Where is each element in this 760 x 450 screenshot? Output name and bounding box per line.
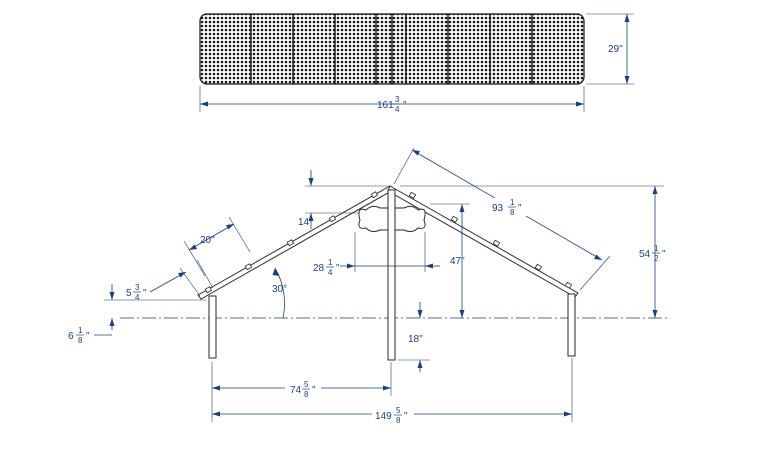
post-drop-label: 18"	[408, 334, 423, 345]
eave-offset-whole: 5	[126, 288, 132, 299]
rafter-spacing-label: 20"	[200, 235, 215, 246]
peak-height-num: 1	[654, 244, 659, 253]
half-span-num: 5	[304, 380, 309, 389]
length-dimension: 161 3 4 "	[199, 86, 585, 114]
bone-offset-label: 14"	[298, 217, 313, 228]
panel-ribs	[250, 14, 533, 84]
bone-offset-dimension: 14"	[298, 170, 388, 229]
rafter-length-num: 1	[510, 198, 515, 207]
full-span-den: 8	[396, 416, 401, 425]
rafter-spacing-dimension: 20"	[183, 216, 251, 277]
half-span-whole: 74	[290, 385, 302, 396]
post-drop-dimension: 18"	[398, 302, 430, 372]
peak-height-dimension: 54 1 2 "	[400, 185, 666, 318]
leg-offset-whole: 6	[68, 331, 74, 342]
length-den: 4	[395, 105, 400, 114]
rafter-length-whole: 93	[492, 203, 504, 214]
bone-width-den: 4	[328, 268, 333, 277]
rafter-length-dimension: 93 1 8 "	[393, 147, 611, 291]
roof-angle-label: 30°	[272, 284, 287, 295]
half-span-dimension: 74 5 8 "	[211, 362, 392, 422]
center-post	[387, 189, 396, 361]
svg-text:": "	[403, 100, 407, 111]
bone-width-dimension: 28 1 4 "	[313, 232, 440, 277]
full-span-dimension: 149 5 8 "	[212, 358, 573, 425]
width-dimension: 29"	[586, 13, 634, 85]
right-leg	[567, 293, 576, 357]
full-span-whole: 149	[375, 411, 392, 422]
leg-offset-num: 1	[78, 326, 83, 335]
eave-offset-dimension: 5 3 4 "	[126, 259, 214, 302]
half-span-den: 8	[304, 390, 309, 399]
right-rafter	[387, 185, 579, 298]
left-rafter	[197, 185, 394, 300]
bone-width-num: 1	[328, 258, 333, 267]
left-leg	[208, 295, 217, 359]
svg-text:": "	[336, 263, 340, 274]
leg-offset-dimension: 6 1 8 "	[68, 284, 206, 345]
svg-text:": "	[86, 331, 90, 342]
inner-height-label: 47"	[450, 256, 465, 267]
front-view: 93 1 8 " 54 1 2 " 47"	[68, 147, 670, 425]
leg-offset-den: 8	[78, 336, 83, 345]
svg-text:": "	[143, 288, 147, 299]
svg-text:": "	[662, 249, 666, 260]
eave-offset-num: 3	[135, 283, 140, 292]
svg-text:": "	[404, 411, 408, 422]
length-whole: 161	[377, 100, 394, 111]
rafter-length-den: 8	[510, 208, 515, 217]
roof-rafters	[197, 185, 579, 300]
bone-width-whole: 28	[313, 263, 325, 274]
legs	[208, 189, 576, 361]
length-num: 3	[395, 95, 400, 104]
peak-height-whole: 54	[639, 249, 651, 260]
full-span-num: 5	[396, 406, 401, 415]
roof-angle-dimension: 30°	[272, 267, 287, 319]
svg-text:": "	[312, 385, 316, 396]
eave-offset-den: 4	[135, 293, 140, 302]
top-view: 29" 161 3 4 "	[199, 13, 634, 114]
svg-text:": "	[518, 203, 522, 214]
width-label: 29"	[608, 44, 623, 55]
peak-height-den: 2	[654, 254, 659, 263]
inner-height-dimension: 47"	[430, 203, 470, 318]
